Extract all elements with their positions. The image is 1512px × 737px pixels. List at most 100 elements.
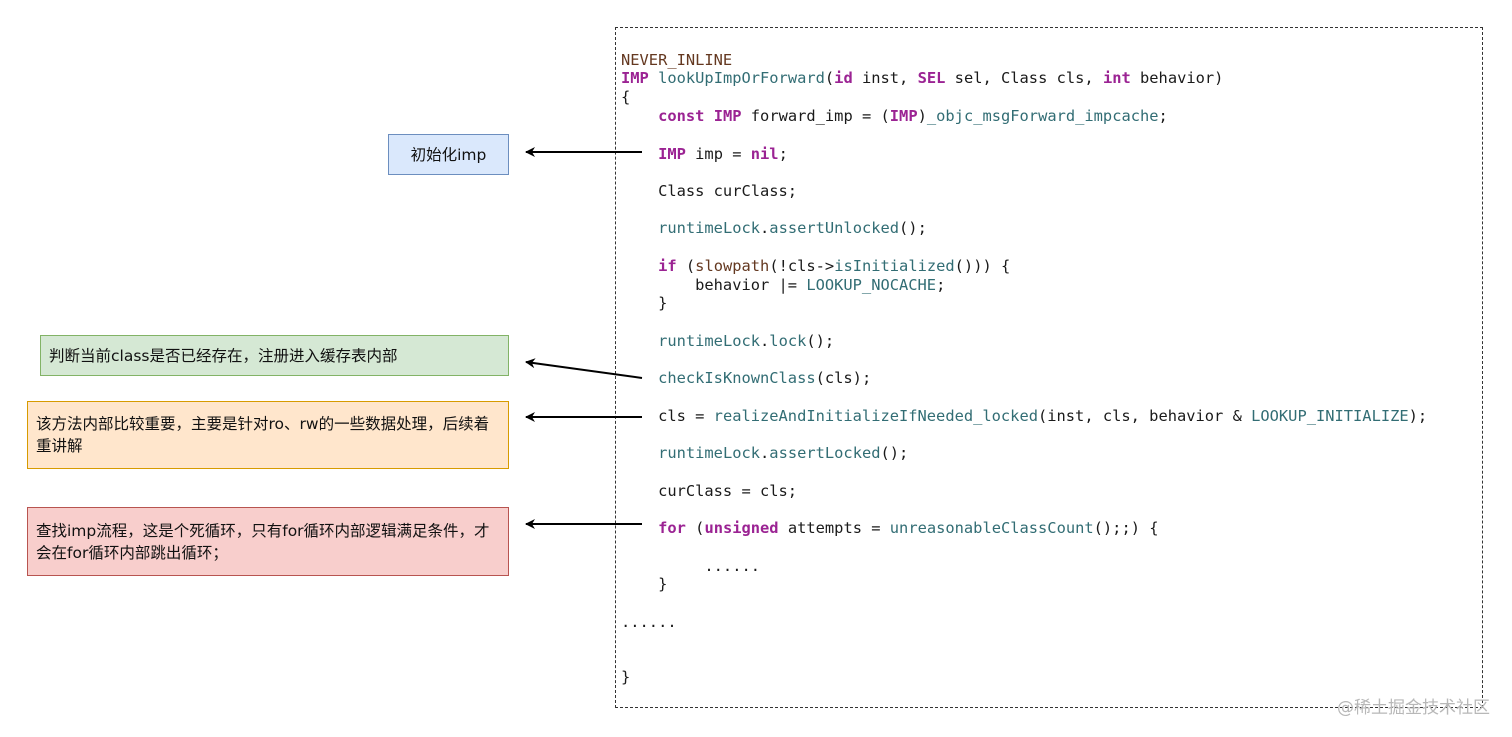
code-token: behavior) bbox=[1130, 69, 1224, 87]
code-token: (cls); bbox=[815, 369, 872, 387]
code-token: ())) { bbox=[954, 257, 1011, 275]
code-block bbox=[615, 27, 1483, 708]
code-token: ...... bbox=[621, 557, 760, 575]
code-token: . bbox=[760, 444, 770, 462]
code-token: { bbox=[621, 88, 631, 106]
code-token: ( bbox=[685, 519, 705, 537]
code-token: ; bbox=[936, 276, 946, 294]
code-token: behavior |= bbox=[621, 276, 807, 294]
annotation-check-known-class: 判断当前class是否已经存在，注册进入缓存表内部 bbox=[40, 335, 509, 376]
code-token: . bbox=[760, 219, 770, 237]
annotation-text: 查找imp流程，这是个死循环，只有for循环内部逻辑满足条件，才会在for循环内… bbox=[36, 521, 490, 562]
code-token: IMP bbox=[889, 107, 918, 125]
code-token: realizeAndInitializeIfNeeded_locked bbox=[713, 407, 1038, 425]
code-token: id bbox=[834, 69, 853, 87]
code-token bbox=[621, 369, 658, 387]
code-line: behavior |= LOOKUP_NOCACHE; bbox=[621, 276, 945, 294]
code-token: ();;) { bbox=[1093, 519, 1159, 537]
code-line: runtimeLock.lock(); bbox=[621, 332, 834, 350]
code-token: int bbox=[1102, 69, 1131, 87]
code-token: imp = bbox=[685, 145, 751, 163]
code-line: IMP imp = nil; bbox=[621, 145, 788, 163]
code-token: . bbox=[760, 332, 770, 350]
code-token: lookUpImpOrForward bbox=[658, 69, 825, 87]
annotation-realize-initialize: 该方法内部比较重要，主要是针对ro、rw的一些数据处理，后续着重讲解 bbox=[27, 401, 509, 469]
code-token: sel, Class cls, bbox=[945, 69, 1103, 87]
code-token bbox=[621, 257, 658, 275]
code-line: const IMP forward_imp = (IMP)_objc_msgFo… bbox=[621, 107, 1168, 125]
code-token bbox=[621, 332, 658, 350]
code-token: attempts = bbox=[778, 519, 890, 537]
code-token: for bbox=[658, 519, 686, 537]
code-line: for (unsigned attempts = unreasonableCla… bbox=[621, 519, 1159, 537]
code-token: _objc_msgForward_impcache bbox=[926, 107, 1159, 125]
code-token bbox=[621, 444, 658, 462]
code-token: nil bbox=[750, 145, 779, 163]
watermark: @稀土掘金技术社区 bbox=[1337, 698, 1490, 718]
code-token bbox=[621, 519, 658, 537]
code-line: NEVER_INLINE bbox=[621, 51, 732, 69]
code-token bbox=[621, 219, 658, 237]
code-line: } bbox=[621, 294, 667, 312]
code-line: Class curClass; bbox=[621, 182, 797, 200]
annotation-lookup-loop: 查找imp流程，这是个死循环，只有for循环内部逻辑满足条件，才会在for循环内… bbox=[27, 507, 509, 576]
code-token bbox=[649, 69, 658, 87]
code-token: (); bbox=[899, 219, 927, 237]
code-line: curClass = cls; bbox=[621, 482, 797, 500]
code-line: checkIsKnownClass(cls); bbox=[621, 369, 871, 387]
code-token: assertLocked bbox=[769, 444, 881, 462]
code-token: assertUnlocked bbox=[769, 219, 900, 237]
code-token: } bbox=[621, 668, 631, 686]
code-token: ); bbox=[1408, 407, 1428, 425]
code-token: LOOKUP_INITIALIZE bbox=[1251, 407, 1409, 425]
code-token: ; bbox=[778, 145, 788, 163]
code-token: ; bbox=[1158, 107, 1168, 125]
code-token bbox=[704, 107, 713, 125]
code-line: cls = realizeAndInitializeIfNeeded_locke… bbox=[621, 407, 1427, 425]
code-token: ( bbox=[824, 69, 835, 87]
code-token: LOOKUP_NOCACHE bbox=[806, 276, 937, 294]
code-line: runtimeLock.assertUnlocked(); bbox=[621, 219, 927, 237]
code-token: NEVER_INLINE bbox=[621, 51, 733, 69]
code-token: slowpath bbox=[695, 257, 770, 275]
code-token: (!cls-> bbox=[769, 257, 835, 275]
code-token: if bbox=[658, 257, 677, 275]
code-token: ( bbox=[676, 257, 696, 275]
code-token: IMP bbox=[621, 69, 649, 87]
annotation-init-imp: 初始化imp bbox=[388, 134, 509, 175]
code-token: unreasonableClassCount bbox=[889, 519, 1094, 537]
code-token: inst, bbox=[852, 69, 918, 87]
code-token: } bbox=[621, 294, 668, 312]
code-line: runtimeLock.assertLocked(); bbox=[621, 444, 908, 462]
code-token bbox=[621, 107, 658, 125]
code-token: runtimeLock bbox=[658, 219, 761, 237]
code-token: IMP bbox=[658, 145, 686, 163]
code-token: cls = bbox=[621, 407, 714, 425]
annotation-text: 判断当前class是否已经存在，注册进入缓存表内部 bbox=[49, 346, 398, 365]
code-token: (); bbox=[806, 332, 835, 350]
code-token: runtimeLock bbox=[658, 332, 761, 350]
code-line: { bbox=[621, 88, 630, 106]
code-token: lock bbox=[769, 332, 807, 350]
code-token: (); bbox=[880, 444, 909, 462]
code-token: IMP bbox=[713, 107, 742, 125]
code-token: (inst, cls, behavior & bbox=[1037, 407, 1252, 425]
code-line: if (slowpath(!cls->isInitialized())) { bbox=[621, 257, 1010, 275]
code-line: } bbox=[621, 668, 630, 686]
code-token: isInitialized bbox=[834, 257, 955, 275]
code-token: SEL bbox=[917, 69, 946, 87]
code-line: ...... bbox=[621, 557, 760, 575]
code-line: } bbox=[621, 575, 667, 593]
code-token: const bbox=[658, 107, 705, 125]
annotation-text: 该方法内部比较重要，主要是针对ro、rw的一些数据处理，后续着重讲解 bbox=[36, 415, 490, 455]
code-token: runtimeLock bbox=[658, 444, 761, 462]
annotation-text: 初始化imp bbox=[410, 145, 487, 164]
code-token: Class curClass; bbox=[621, 182, 798, 200]
code-token bbox=[621, 145, 658, 163]
code-line: ...... bbox=[621, 613, 677, 631]
code-token: curClass = cls; bbox=[621, 482, 798, 500]
code-token: } bbox=[621, 575, 668, 593]
code-token: unsigned bbox=[704, 519, 779, 537]
code-token: checkIsKnownClass bbox=[658, 369, 816, 387]
code-token: ...... bbox=[621, 613, 677, 631]
